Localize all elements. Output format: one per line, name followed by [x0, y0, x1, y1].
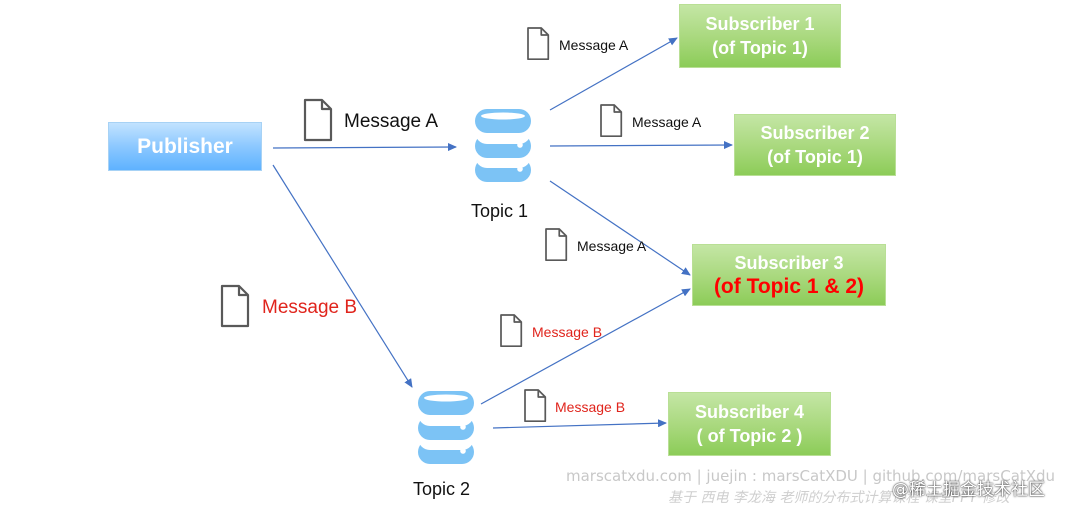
topic2-label: Topic 2: [413, 479, 471, 499]
message-b-document-icon: [524, 389, 547, 423]
subscriber-1-topic: (of Topic 1): [712, 38, 808, 58]
subscriber-4-topic: ( of Topic 2 ): [696, 426, 803, 446]
message-b-document-icon: [220, 284, 250, 328]
arrow-topic1-sub3: [549, 180, 691, 276]
subscriber-2-topic: (of Topic 1): [767, 147, 863, 167]
message-b-label: Message B: [555, 399, 626, 415]
subscriber-3-topic: (of Topic 1 & 2): [713, 275, 865, 298]
topic2-database-icon: [418, 391, 474, 464]
message-b-label: Message B: [532, 324, 603, 340]
subscriber-4-name: Subscriber 4: [694, 402, 805, 422]
subscriber-3-name: Subscriber 3: [734, 253, 844, 273]
message-a-document-icon: [545, 228, 568, 262]
message-a-label: Message A: [559, 37, 629, 53]
subscriber-1-name: Subscriber 1: [705, 14, 815, 34]
message-b-label: Message B: [262, 297, 358, 318]
publisher-node: Publisher: [108, 122, 262, 171]
arrow-topic1-sub1: [549, 37, 678, 111]
subscriber-2-name: Subscriber 2: [760, 123, 870, 143]
subscriber-3-node: Subscriber 3 (of Topic 1 & 2): [692, 244, 886, 306]
arrow-topic2-sub4: [492, 419, 667, 429]
juejin-community-badge: @稀土掘金技术社区: [892, 480, 1045, 500]
subscriber-1-node: Subscriber 1 (of Topic 1): [679, 4, 841, 68]
arrow-publisher-topic2: [272, 164, 413, 388]
message-a-label: Message A: [344, 111, 438, 132]
subscriber-2-node: Subscriber 2 (of Topic 1): [734, 114, 896, 176]
watermark-credits: marscatxdu.com | juejin : marsCatXDU | g…: [566, 467, 1056, 485]
topic1-label: Topic 1: [471, 201, 529, 221]
message-a-document-icon: [527, 27, 550, 61]
arrow-topic2-sub3: [480, 288, 691, 405]
message-b-document-icon: [500, 314, 523, 348]
arrow-publisher-topic1: [272, 143, 457, 152]
topic1-database-icon: [475, 109, 531, 182]
message-a-label: Message A: [577, 238, 647, 254]
message-a-label: Message A: [632, 114, 702, 130]
message-a-document-icon: [600, 104, 623, 138]
subscriber-4-node: Subscriber 4 ( of Topic 2 ): [668, 392, 831, 456]
arrow-topic1-sub2: [549, 141, 733, 150]
message-a-document-icon: [303, 98, 333, 142]
watermark-course-note: 基于 西电 李龙海 老师的分布式计算课程 课堂PPT 修改: [668, 490, 1010, 506]
publisher-label: Publisher: [137, 134, 233, 158]
